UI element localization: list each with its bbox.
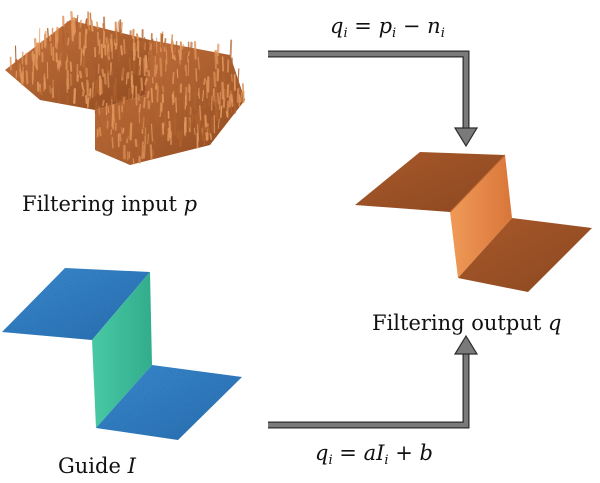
bottom-arrow — [268, 334, 479, 429]
guide-label: Guide I — [58, 454, 136, 478]
filtered-output-surface — [355, 152, 592, 292]
noisy-input-surface — [5, 10, 245, 165]
formula-noise-removal: qi = pi − ni — [330, 14, 445, 41]
formula-linear-model: qi = aIi + b — [315, 441, 433, 468]
guide-surface — [2, 268, 242, 440]
filtering-input-label: Filtering input p — [22, 192, 198, 216]
top-arrow — [268, 50, 479, 148]
filtering-output-label: Filtering output q — [372, 311, 562, 335]
